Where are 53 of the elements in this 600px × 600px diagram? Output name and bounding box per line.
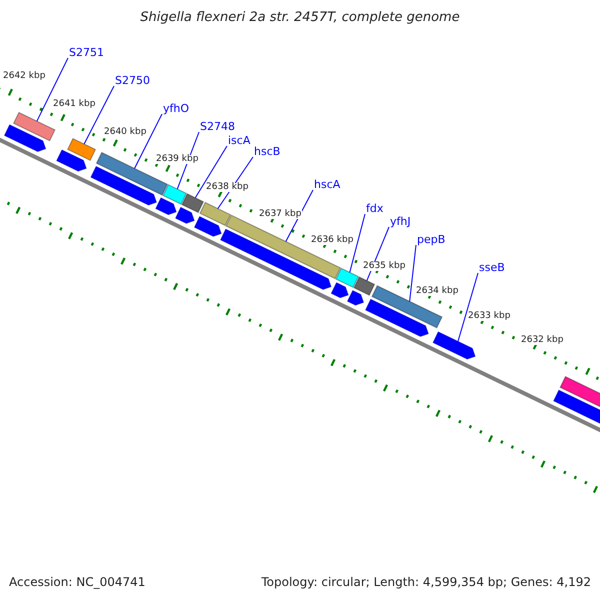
tick-label: 2635 kbp xyxy=(362,262,406,271)
leader-line xyxy=(36,58,68,122)
gene-label: yfhO xyxy=(163,103,190,114)
gene-label: fdx xyxy=(366,203,384,214)
tick-label: 2642 kbp xyxy=(2,72,46,81)
tick-label: 2639 kbp xyxy=(155,155,200,164)
tick-label: 2636 kbp xyxy=(310,236,354,245)
gene-bar xyxy=(353,276,376,296)
gene-label: hscB xyxy=(254,146,280,157)
leader-line xyxy=(366,226,390,282)
gene-label: S2748 xyxy=(200,121,235,132)
leader-line xyxy=(194,146,228,198)
tick-label: 2638 kbp xyxy=(205,183,250,192)
gene-bar xyxy=(67,138,96,161)
coding-region-block xyxy=(90,166,157,206)
leader-line xyxy=(458,272,478,342)
leader-line xyxy=(349,214,366,273)
leader-line xyxy=(409,244,416,302)
gene-label: S2751 xyxy=(69,47,104,58)
title: Shigella flexneri 2a str. 2457T, complete genome xyxy=(139,11,461,24)
coding-region-block xyxy=(347,290,364,306)
gene-label: sseB xyxy=(479,262,505,273)
tick-label: 2633 kbp xyxy=(467,312,512,321)
gene-bar xyxy=(199,202,232,226)
gene-bar xyxy=(335,268,359,288)
leader-line xyxy=(285,190,314,242)
coding-region-block xyxy=(330,282,349,298)
gene-label: yfhJ xyxy=(390,216,411,227)
gene-bar xyxy=(12,112,56,142)
tick-label: 2640 kbp xyxy=(103,128,148,137)
coding-region-block xyxy=(365,298,429,337)
leader-line xyxy=(176,132,200,190)
gene-label: iscA xyxy=(228,135,250,146)
coding-region-block xyxy=(175,207,195,224)
gene-bar xyxy=(181,193,204,214)
coding-region-block xyxy=(194,216,222,237)
gene-label: pepB xyxy=(417,234,446,245)
tick-label: 2634 kbp xyxy=(415,287,460,296)
coding-region-block xyxy=(56,150,87,172)
tick-label: 2632 kbp xyxy=(520,336,564,345)
tick-label: 2641 kbp xyxy=(52,100,96,109)
tick-label: 2637 kbp xyxy=(258,210,302,219)
gene-bar xyxy=(371,285,443,328)
coding-region-block xyxy=(4,124,46,152)
accession-note: Accession: NC_004741 xyxy=(9,576,146,588)
gene-label: hscA xyxy=(314,179,340,190)
gene-bar xyxy=(162,184,187,205)
coding-region-block xyxy=(432,332,476,360)
coding-region-block xyxy=(155,198,177,215)
coding-region-block xyxy=(220,228,332,290)
genome-summary: Topology: circular; Length: 4,599,354 bp; Genes: 4,192 xyxy=(261,576,591,588)
gene-label: S2750 xyxy=(115,75,150,86)
leader-line xyxy=(134,114,162,169)
